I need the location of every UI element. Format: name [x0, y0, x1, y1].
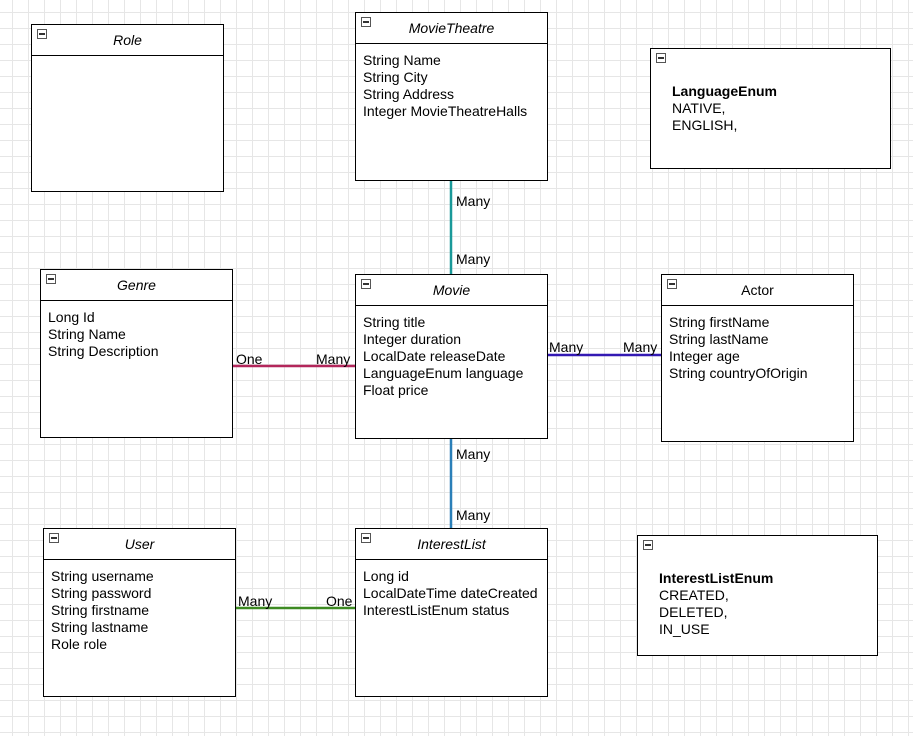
attribute: String Name [363, 52, 441, 68]
class-interest-list[interactable]: InterestList Long id LocalDateTime dateC… [355, 528, 548, 697]
class-header: User [44, 529, 235, 560]
class-title: User [124, 536, 155, 552]
attribute: String title [363, 314, 426, 330]
attribute: String firstName [669, 314, 770, 330]
enum-body: InterestListEnum CREATED, DELETED, IN_US… [659, 570, 773, 638]
attribute-list: Long Id String Name String Description [48, 309, 159, 360]
attribute: Integer duration [363, 331, 462, 347]
class-title: Movie [432, 282, 471, 298]
collapse-icon[interactable] [49, 533, 59, 543]
multiplicity-label: One [326, 593, 353, 609]
class-title: InterestList [417, 536, 486, 552]
attribute: Long Id [48, 309, 95, 325]
attribute: String Description [48, 343, 159, 359]
enum-value: ENGLISH, [672, 117, 738, 133]
multiplicity-label: Many [316, 351, 351, 367]
class-header: Actor [662, 275, 853, 306]
collapse-icon[interactable] [667, 279, 677, 289]
enum-interest-list[interactable]: InterestListEnum CREATED, DELETED, IN_US… [637, 535, 878, 656]
enum-language[interactable]: LanguageEnum NATIVE, ENGLISH, [650, 48, 891, 169]
class-title: Genre [117, 277, 156, 293]
class-movie[interactable]: Movie String title Integer duration Loca… [355, 274, 548, 439]
attribute: String password [51, 585, 152, 601]
class-title: Role [113, 32, 142, 48]
attribute: LocalDateTime dateCreated [363, 585, 538, 601]
class-title: MovieTheatre [408, 20, 495, 36]
collapse-icon[interactable] [643, 540, 653, 550]
attribute: Role role [51, 636, 108, 652]
enum-title: LanguageEnum [672, 83, 778, 99]
class-header: Movie [356, 275, 547, 306]
multiplicity-label: Many [456, 446, 491, 462]
attribute: String Name [48, 326, 126, 342]
enum-value: DELETED, [659, 604, 728, 620]
class-actor[interactable]: Actor String firstName String lastName I… [661, 274, 854, 442]
multiplicity-label: Many [456, 193, 491, 209]
class-genre[interactable]: Genre Long Id String Name String Descrip… [40, 269, 233, 438]
class-title: Actor [741, 282, 774, 298]
enum-value: IN_USE [659, 621, 710, 637]
attribute: Long id [363, 568, 409, 584]
collapse-icon[interactable] [37, 29, 47, 39]
attribute-list: String firstName String lastName Integer… [669, 314, 808, 382]
class-header: Role [32, 25, 223, 56]
attribute: String lastName [669, 331, 769, 347]
attribute: Integer MovieTheatreHalls [363, 103, 528, 119]
class-header: Genre [41, 270, 232, 301]
attribute: String lastname [51, 619, 149, 635]
attribute: Float price [363, 382, 429, 398]
attribute: String firstname [51, 602, 150, 618]
attribute-list: String username String password String f… [51, 568, 154, 653]
class-header: InterestList [356, 529, 547, 560]
class-user[interactable]: User String username String password Str… [43, 528, 236, 697]
attribute: LocalDate releaseDate [363, 348, 506, 364]
class-header: MovieTheatre [356, 13, 547, 44]
collapse-icon[interactable] [361, 17, 371, 27]
collapse-icon[interactable] [656, 53, 666, 63]
collapse-icon[interactable] [46, 274, 56, 284]
class-movie-theatre[interactable]: MovieTheatre String Name String City Str… [355, 12, 548, 181]
attribute: String username [51, 568, 154, 584]
multiplicity-label: Many [549, 339, 584, 355]
enum-value: NATIVE, [672, 100, 726, 116]
attribute-list: String title Integer duration LocalDate … [363, 314, 523, 399]
attribute: Integer age [669, 348, 740, 364]
enum-value: CREATED, [659, 587, 729, 603]
class-role[interactable]: Role [31, 24, 224, 192]
multiplicity-label: Many [456, 251, 491, 267]
attribute: String Address [363, 86, 455, 102]
collapse-icon[interactable] [361, 533, 371, 543]
attribute-list: String Name String City String Address I… [363, 52, 527, 120]
attribute: String City [363, 69, 428, 85]
attribute: String countryOfOrigin [669, 365, 808, 381]
enum-title: InterestListEnum [659, 570, 774, 586]
multiplicity-label: Many [238, 593, 273, 609]
attribute: InterestListEnum status [363, 602, 510, 618]
collapse-icon[interactable] [361, 279, 371, 289]
attribute: LanguageEnum language [363, 365, 524, 381]
multiplicity-label: Many [456, 507, 491, 523]
attribute-list: Long id LocalDateTime dateCreated Intere… [363, 568, 538, 619]
multiplicity-label: Many [623, 339, 658, 355]
multiplicity-label: One [236, 351, 263, 367]
enum-body: LanguageEnum NATIVE, ENGLISH, [672, 83, 777, 134]
